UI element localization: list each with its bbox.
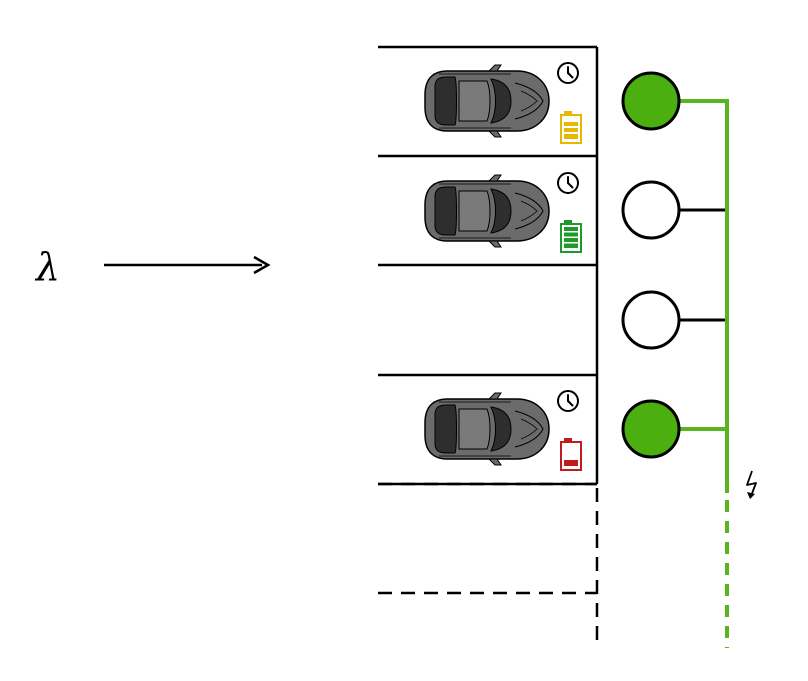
charger-4-active [621,399,681,459]
arrival-rate-label: λ [34,245,60,289]
lightning-icon [746,470,757,499]
bay-2 [424,172,582,253]
clock-icon [557,62,579,84]
car-icon [424,392,550,466]
overflow-bays [378,482,599,640]
clock-icon [557,172,579,194]
clock-icon [557,390,579,412]
battery-icon [560,111,582,144]
charger-3-idle [621,290,681,350]
arrival-arrow [104,255,271,275]
car-icon [424,64,550,138]
chargers [621,71,681,459]
battery-icon [560,438,582,471]
car-icon [424,174,550,248]
bay-4 [424,390,582,471]
charger-1-active [621,71,681,131]
battery-icon [560,220,582,253]
bay-1 [424,62,582,144]
charger-2-idle [621,180,681,240]
charger-wiring [680,99,729,648]
